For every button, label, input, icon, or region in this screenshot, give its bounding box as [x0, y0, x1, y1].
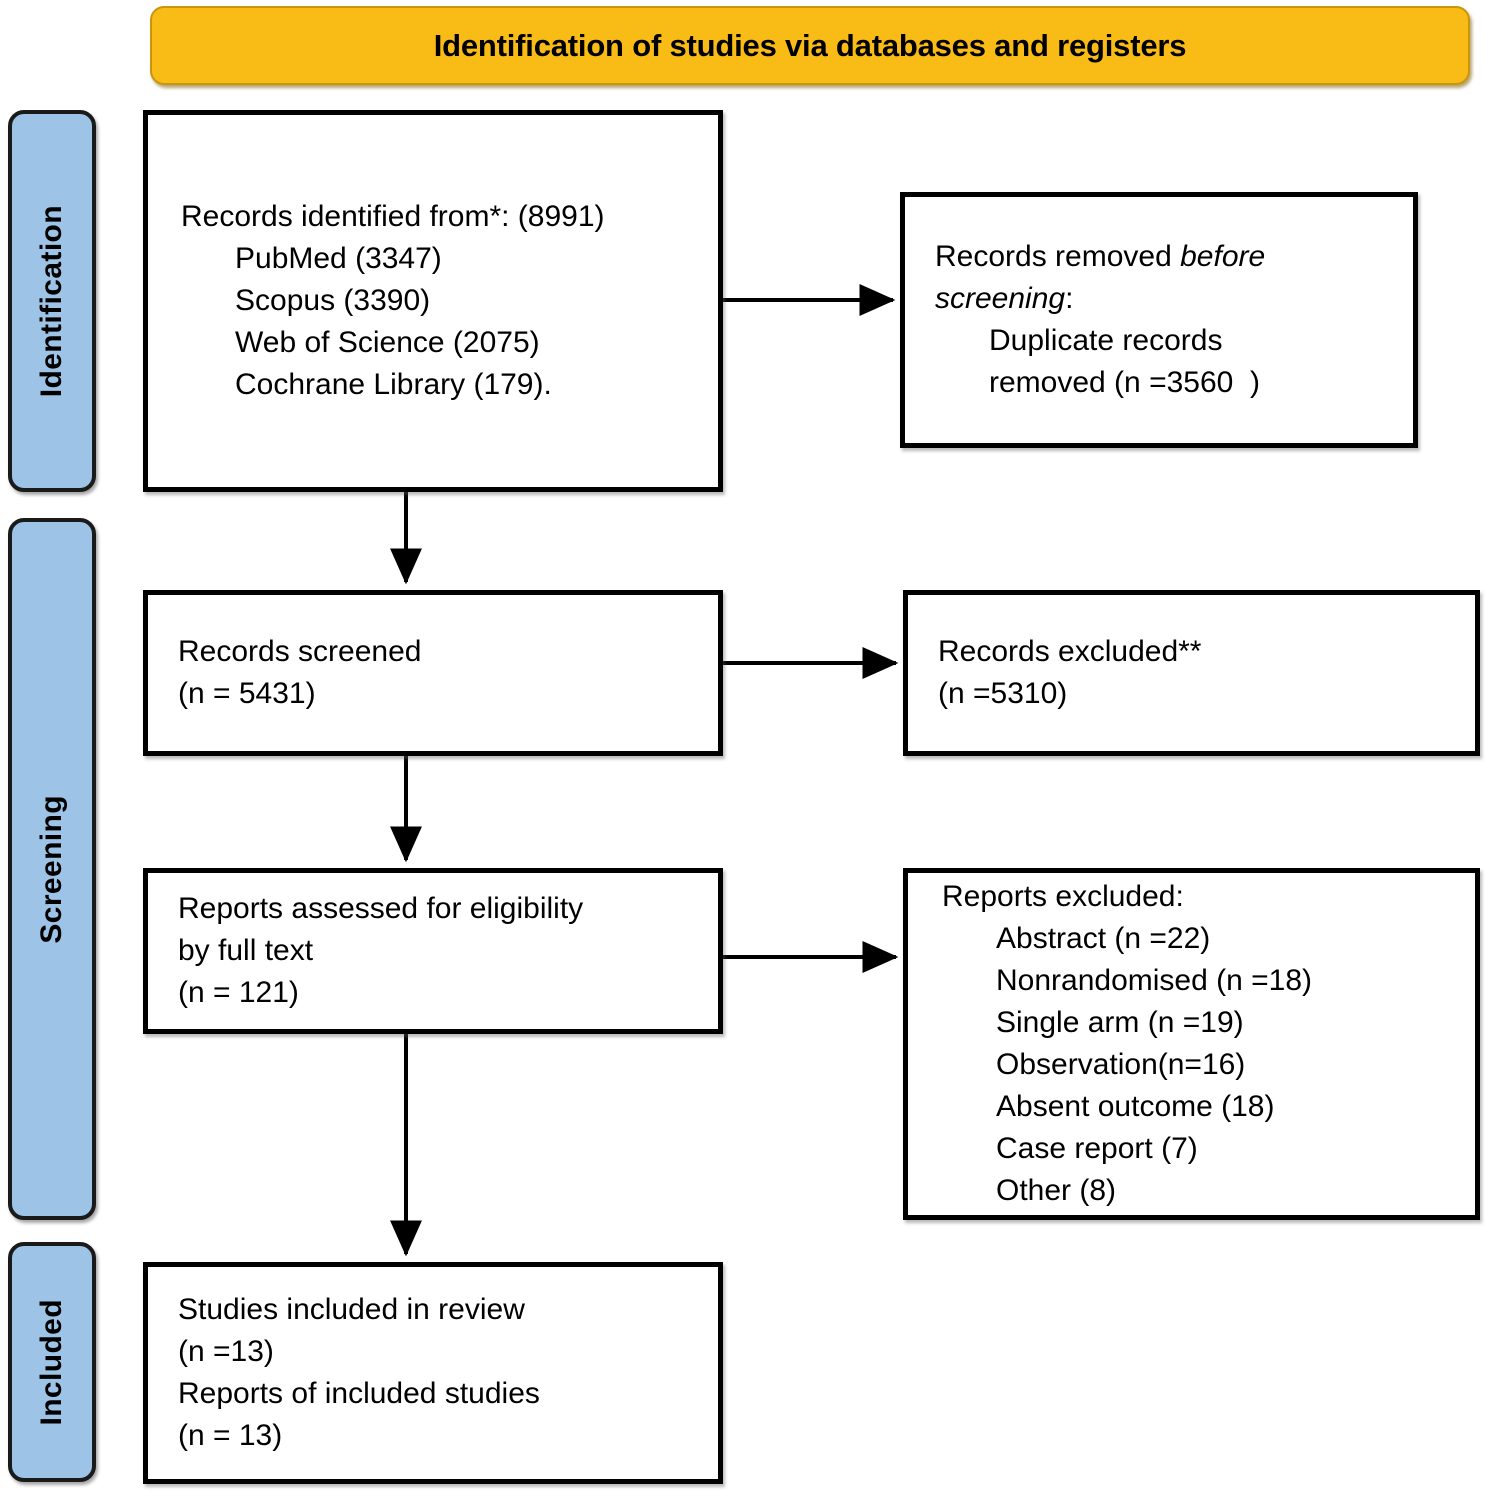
box-line: Observation(n=16) — [996, 1048, 1246, 1081]
box-line: Abstract (n =22) — [996, 922, 1211, 955]
box-reports-excluded: Reports excluded: Abstract (n =22) Nonra… — [903, 868, 1480, 1220]
box-line: PubMed (3347) — [235, 242, 442, 275]
box-line: (n = 5431) — [178, 677, 316, 710]
box-line: Duplicate records — [989, 324, 1223, 357]
box-records-screened: Records screened (n = 5431) — [143, 590, 723, 756]
stage-label-screening: Screening — [35, 794, 68, 944]
diagram-header-banner: Identification of studies via databases … — [150, 6, 1470, 85]
stage-bar-included: Included — [8, 1242, 96, 1482]
box-line-text: Records removed — [935, 240, 1181, 273]
box-line: screening: — [935, 278, 1399, 320]
box-line: Studies included in review — [178, 1293, 525, 1326]
box-studies-included: Studies included in review (n =13) Repor… — [143, 1262, 723, 1484]
box-line: Single arm (n =19) — [996, 1006, 1244, 1039]
box-line: Records excluded** — [938, 635, 1202, 668]
box-line: Reports assessed for eligibility — [178, 892, 584, 925]
box-records-removed-before-screening: Records removed before screening: Duplic… — [900, 192, 1418, 448]
box-line: Records removed before — [935, 236, 1399, 278]
diagram-title: Identification of studies via databases … — [433, 27, 1187, 63]
box-heading: Reports excluded: — [942, 880, 1184, 913]
stage-label-included: Included — [35, 1298, 68, 1426]
box-line: removed (n =3560 ) — [989, 366, 1260, 399]
box-line: (n = 121) — [178, 976, 299, 1009]
box-line: Other (8) — [996, 1174, 1117, 1207]
box-line: Cochrane Library (179). — [235, 368, 552, 401]
box-line: Scopus (3390) — [235, 284, 431, 317]
stage-bar-identification: Identification — [8, 110, 96, 492]
box-line-emphasis: before — [1180, 240, 1266, 273]
box-line-emphasis: screening — [935, 282, 1066, 315]
box-line: Records screened — [178, 635, 422, 668]
box-line: Web of Science (2075) — [235, 326, 540, 359]
box-line: (n =13) — [178, 1335, 274, 1368]
box-line: (n = 13) — [178, 1419, 283, 1452]
box-line: Absent outcome (18) — [996, 1090, 1275, 1123]
stage-bar-screening: Screening — [8, 518, 96, 1220]
box-records-excluded: Records excluded** (n =5310) — [903, 590, 1480, 756]
box-line: Case report (7) — [996, 1132, 1198, 1165]
box-reports-assessed-for-eligibility: Reports assessed for eligibility by full… — [143, 868, 723, 1034]
box-line: Reports of included studies — [178, 1377, 540, 1410]
box-line: Nonrandomised (n =18) — [996, 964, 1313, 997]
stage-label-identification: Identification — [35, 204, 68, 398]
box-line-text: : — [1065, 282, 1074, 315]
box-line: by full text — [178, 934, 314, 967]
box-line: Records identified from*: (8991) — [181, 200, 605, 233]
box-records-identified: Records identified from*: (8991) PubMed … — [143, 110, 723, 492]
box-line: (n =5310) — [938, 677, 1068, 710]
